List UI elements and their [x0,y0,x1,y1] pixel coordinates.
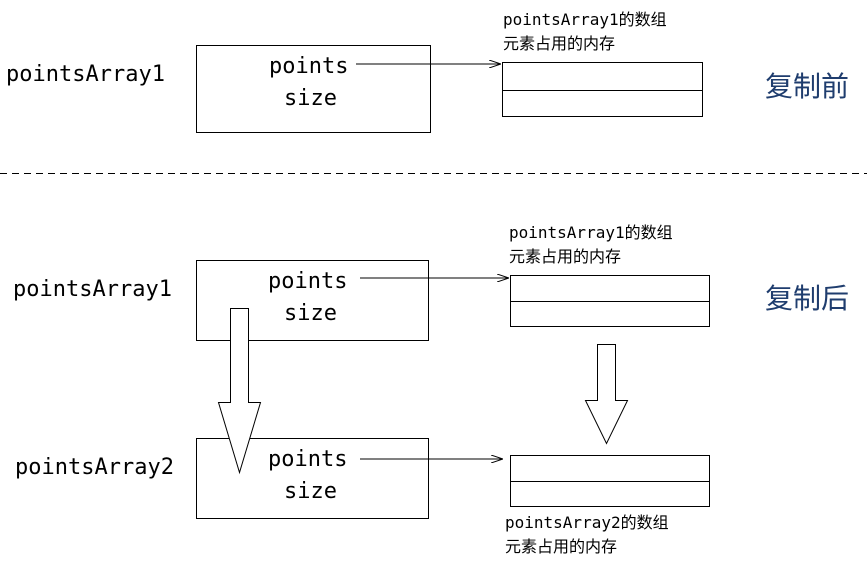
object-copy-arrow [217,308,262,475]
object-label-pointsarray2: pointsArray2 [15,455,174,480]
memory-caption-line-1: pointsArray1的数组 [503,10,667,29]
phase-label-after: 复制后 [765,282,850,315]
memory-caption-before: pointsArray1的数组 元素占用的内存 [503,8,667,56]
memory-caption-line-2: 元素占用的内存 [509,247,622,266]
memory-block-before [502,62,703,117]
phase-label-before: 复制前 [765,70,850,103]
field-size-before: size [284,86,337,111]
field-points-source: points [268,269,348,294]
object-label-pointsarray1-before: pointsArray1 [6,62,165,87]
memory-copy-arrow [584,344,629,445]
field-size-copy: size [284,479,337,504]
memory-caption-line-2: 元素占用的内存 [505,537,618,556]
memory-caption-copy: pointsArray2的数组 元素占用的内存 [505,511,669,559]
field-points-before: points [269,54,349,79]
memory-caption-line-1: pointsArray1的数组 [509,223,673,242]
memory-caption-line-2: 元素占用的内存 [503,34,616,53]
field-points-copy: points [268,447,348,472]
memory-caption-source: pointsArray1的数组 元素占用的内存 [509,221,673,269]
memory-caption-line-1: pointsArray2的数组 [505,513,669,532]
object-label-pointsarray1-after: pointsArray1 [13,277,172,302]
field-size-source: size [284,301,337,326]
pointsarray2-object-box [196,438,429,519]
pointsarray1-object-box-before [196,45,431,133]
